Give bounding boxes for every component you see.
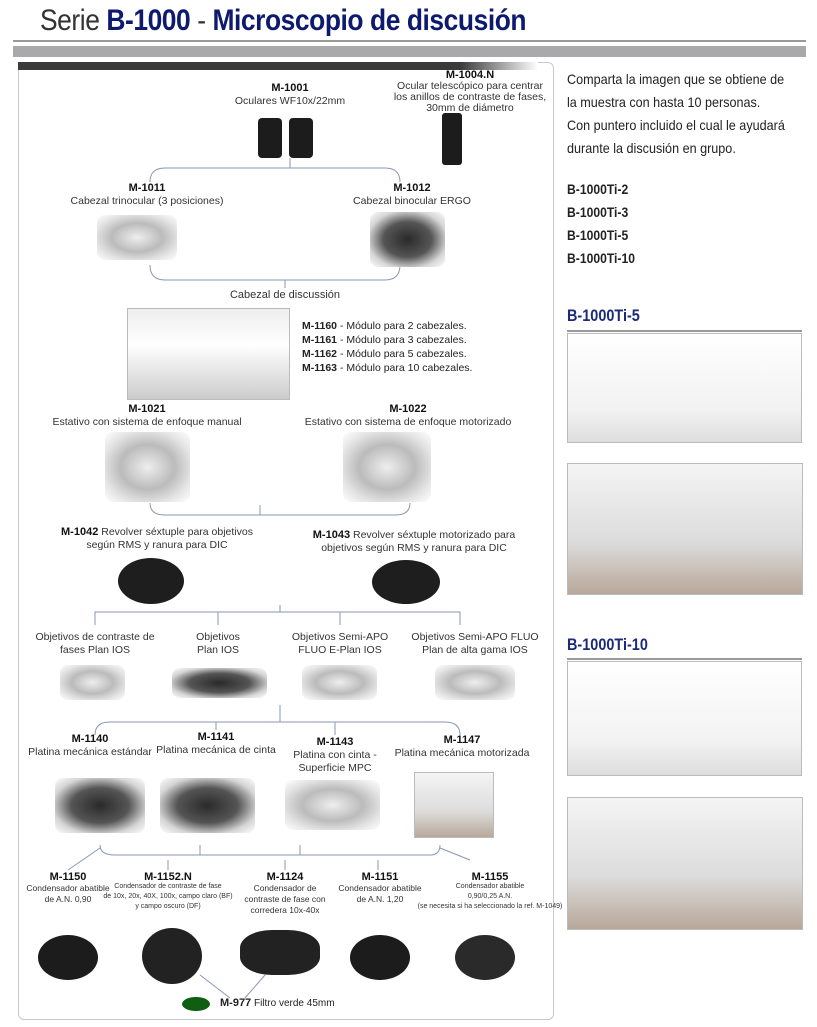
condenser-image [455, 935, 515, 980]
b1000ti5-photo [567, 333, 802, 443]
panel-header-bar [18, 62, 538, 70]
telescope-eyepiece-image [442, 113, 462, 165]
eyepiece-image [258, 118, 282, 158]
module-list: M-1160 - Módulo para 2 cabezales. M-1161… [302, 320, 473, 374]
eyepiece-image [289, 118, 313, 158]
condenser-image [350, 935, 410, 980]
b1000ti5-detail-photo [567, 463, 803, 595]
trinocular-head-image [97, 215, 177, 260]
belt-stage-image [160, 778, 255, 833]
mpc-stage-image [285, 780, 380, 830]
gallery-heading: B-1000Ti-10 [567, 635, 648, 654]
objectives-image [435, 665, 515, 700]
divider [567, 658, 802, 660]
divider-bar [13, 46, 806, 57]
divider [13, 40, 806, 42]
discussion-head-label: Cabezal de discussión [229, 289, 341, 301]
connector-lines [67, 158, 471, 999]
motorized-revolver-image [372, 560, 440, 604]
revolver-image [118, 558, 184, 604]
revolver-label: M-1043 Revolver séxtuple motorizado para… [312, 529, 516, 554]
condenser-image [38, 935, 98, 980]
phase-condenser-image [142, 928, 202, 984]
discussion-module-image [127, 308, 290, 400]
objectives-image [302, 665, 377, 700]
manual-stand-image [105, 432, 190, 502]
motorized-stand-image [343, 432, 431, 502]
gallery-heading: B-1000Ti-5 [567, 306, 640, 325]
page-title: Serie B-1000 - Microscopio de discusión [40, 4, 527, 37]
green-filter-icon [182, 997, 210, 1011]
objectives-image [172, 668, 267, 698]
objectives-image [60, 665, 125, 700]
b1000ti10-photo [567, 661, 802, 776]
binocular-head-image [370, 212, 445, 267]
motorized-stage-image [414, 772, 494, 838]
divider [567, 330, 802, 332]
standard-stage-image [55, 778, 145, 833]
slider-condenser-image [240, 930, 320, 975]
b1000ti10-detail-photo [567, 797, 803, 930]
filter-label: M-977 Filtro verde 45mm [220, 997, 335, 1009]
